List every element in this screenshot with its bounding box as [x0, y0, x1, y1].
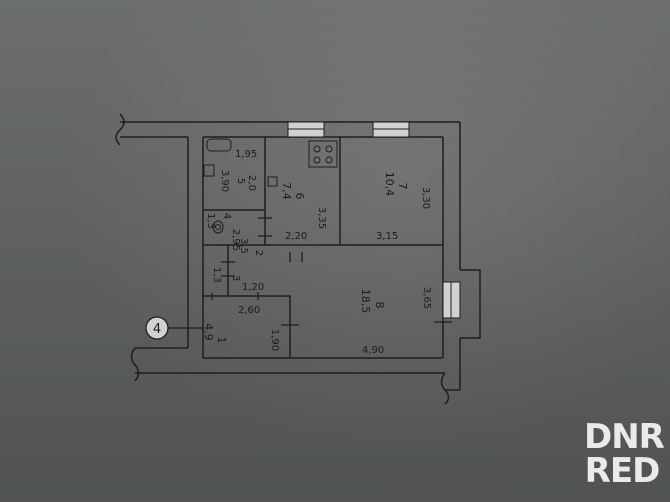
room-7-area: 10,4	[383, 172, 396, 197]
room-8-area: 18,5	[359, 289, 372, 314]
room-7-number: 7	[396, 183, 409, 190]
dim-3-65: 3,65	[421, 287, 432, 309]
room-8-number: 8	[373, 302, 386, 309]
axis-marker-label: 4	[153, 322, 161, 337]
room-2-area: 3,5	[238, 238, 249, 254]
room-5-number: 5	[235, 178, 246, 184]
room-labels: 1 4,9 2 3,5 3 1,3 4 1,3 5 3,90 6 7,4 7 1…	[202, 170, 409, 344]
dim-2-20: 2,20	[285, 231, 307, 242]
dim-1-90: 1,90	[269, 329, 280, 351]
dim-2-0: 2,0	[246, 175, 257, 191]
room-3-area: 1,3	[211, 267, 222, 283]
windows	[287, 121, 461, 319]
axis-marker: 4	[145, 316, 203, 340]
room-5-area: 3,90	[219, 170, 230, 192]
dim-3-30: 3,30	[420, 187, 431, 209]
watermark-line-1: DNR	[584, 417, 665, 457]
room-1-area: 4,9	[202, 323, 215, 341]
room-4-number: 4	[221, 213, 232, 219]
dim-2-60: 2,60	[238, 305, 260, 316]
room-6-number: 6	[293, 193, 306, 200]
room-2-number: 2	[253, 250, 264, 256]
dim-1-20: 1,20	[242, 282, 264, 293]
dim-4-90: 4,90	[362, 345, 384, 356]
room-1-number: 1	[215, 337, 228, 344]
exterior-walls	[115, 113, 481, 405]
watermark-line-2: RED	[584, 451, 661, 491]
dim-1-95: 1,95	[235, 149, 257, 160]
room-3-number: 3	[230, 275, 241, 281]
room-4-area: 1,3	[205, 213, 216, 229]
interior-walls	[203, 137, 443, 358]
watermark: DNR RED	[584, 417, 665, 491]
door-marks	[211, 217, 452, 326]
room-6-area: 7,4	[280, 182, 293, 200]
dimension-labels: 1,95 2,0 2,95 3,35 2,20 3,30 3,15 1,20 2…	[230, 149, 432, 356]
dim-2-95: 2,95	[230, 229, 241, 251]
fixtures	[203, 138, 338, 234]
dim-3-35: 3,35	[316, 207, 327, 229]
dim-3-15: 3,15	[376, 231, 398, 242]
